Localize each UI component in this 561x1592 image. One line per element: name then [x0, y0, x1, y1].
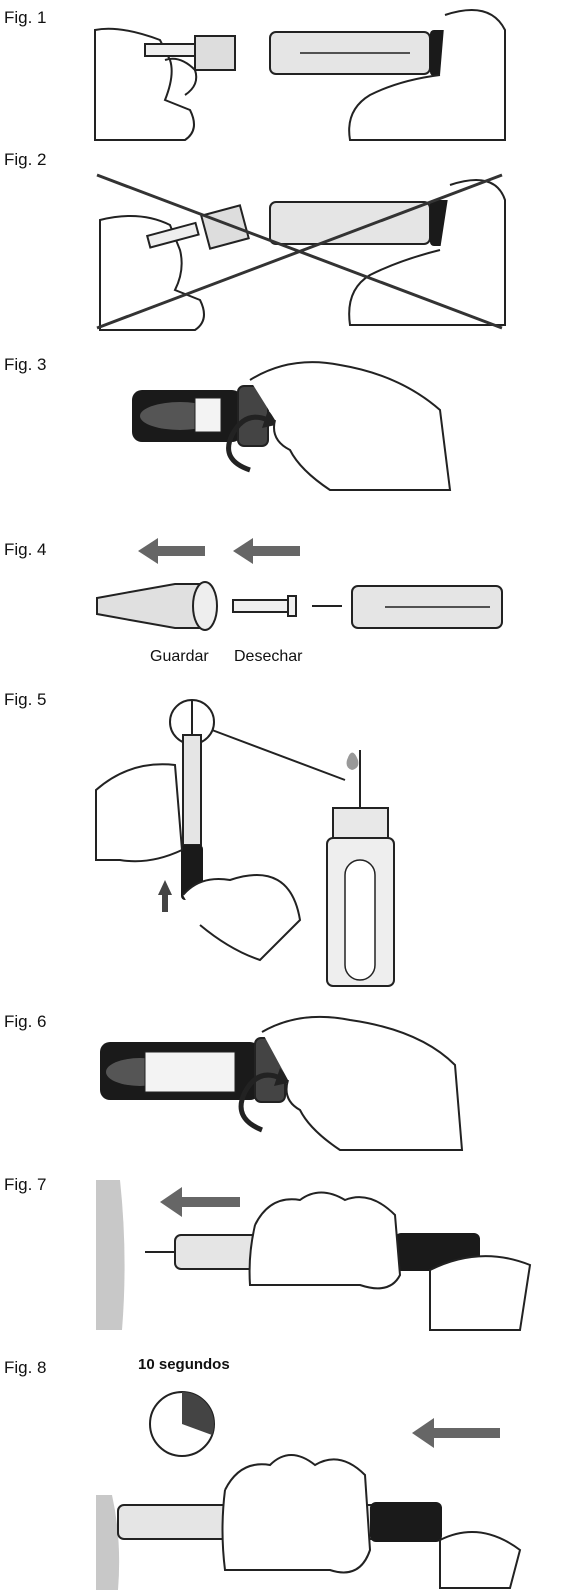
- pen-icon: [181, 700, 203, 900]
- figure-7: [0, 1175, 561, 1335]
- figure-2: [0, 150, 561, 335]
- figure-6: [0, 1010, 561, 1160]
- figure-4: Guardar Desechar: [0, 530, 561, 670]
- figure-4-illustration: [96, 538, 503, 631]
- figure-3-illustration: [132, 361, 452, 491]
- fig-1-label: Fig. 1: [4, 8, 47, 27]
- figure-7-illustration: [96, 1180, 532, 1331]
- fig-5-label: Fig. 5: [4, 690, 47, 709]
- needle-icon: [96, 581, 342, 631]
- figure-1: [0, 0, 561, 145]
- direction-arrow-icon: [138, 538, 300, 564]
- figure-8-illustration: [96, 1391, 522, 1590]
- figure-6-illustration: [100, 1015, 464, 1151]
- rotate-arrow-icon: [226, 414, 269, 473]
- direction-arrow-icon: [158, 880, 172, 912]
- fig-8-label: Fig. 8: [4, 1358, 47, 1377]
- caption-10-segundos: 10 segundos: [138, 1356, 230, 1373]
- hand-icon: [261, 1015, 464, 1151]
- caption-guardar: Guardar: [150, 648, 209, 665]
- hand-icon: [248, 1191, 402, 1290]
- direction-arrow-icon: [160, 1187, 240, 1217]
- pen-icon: [100, 1037, 286, 1103]
- hand-icon: [249, 361, 452, 491]
- needle-icon: [144, 35, 236, 71]
- figure-5-illustration: [95, 699, 395, 987]
- caption-desechar: Desechar: [234, 648, 303, 665]
- figure-1-illustration: [94, 9, 506, 141]
- hand-icon: [94, 27, 195, 141]
- pen-icon: [132, 385, 269, 447]
- figure-5: [0, 690, 561, 990]
- needle-icon: [326, 750, 395, 987]
- figure-2-illustration: [96, 173, 506, 331]
- fig-7-label: Fig. 7: [4, 1175, 47, 1194]
- fig-4-label: Fig. 4: [4, 540, 47, 559]
- pen-icon: [269, 30, 460, 76]
- pen-icon: [351, 585, 503, 629]
- needle-icon: [145, 204, 250, 250]
- clock-icon: [149, 1391, 215, 1457]
- figure-8: [0, 1380, 561, 1590]
- direction-arrow-icon: [412, 1418, 500, 1448]
- cross-mark-icon: [96, 173, 503, 330]
- fig-3-label: Fig. 3: [4, 355, 47, 374]
- pen-icon: [269, 200, 460, 246]
- hand-icon: [221, 1454, 372, 1574]
- figure-3: [0, 350, 561, 500]
- fig-6-label: Fig. 6: [4, 1012, 47, 1031]
- fig-2-label: Fig. 2: [4, 150, 47, 169]
- rotate-arrow-icon: [238, 1072, 282, 1133]
- hand-icon: [95, 763, 184, 863]
